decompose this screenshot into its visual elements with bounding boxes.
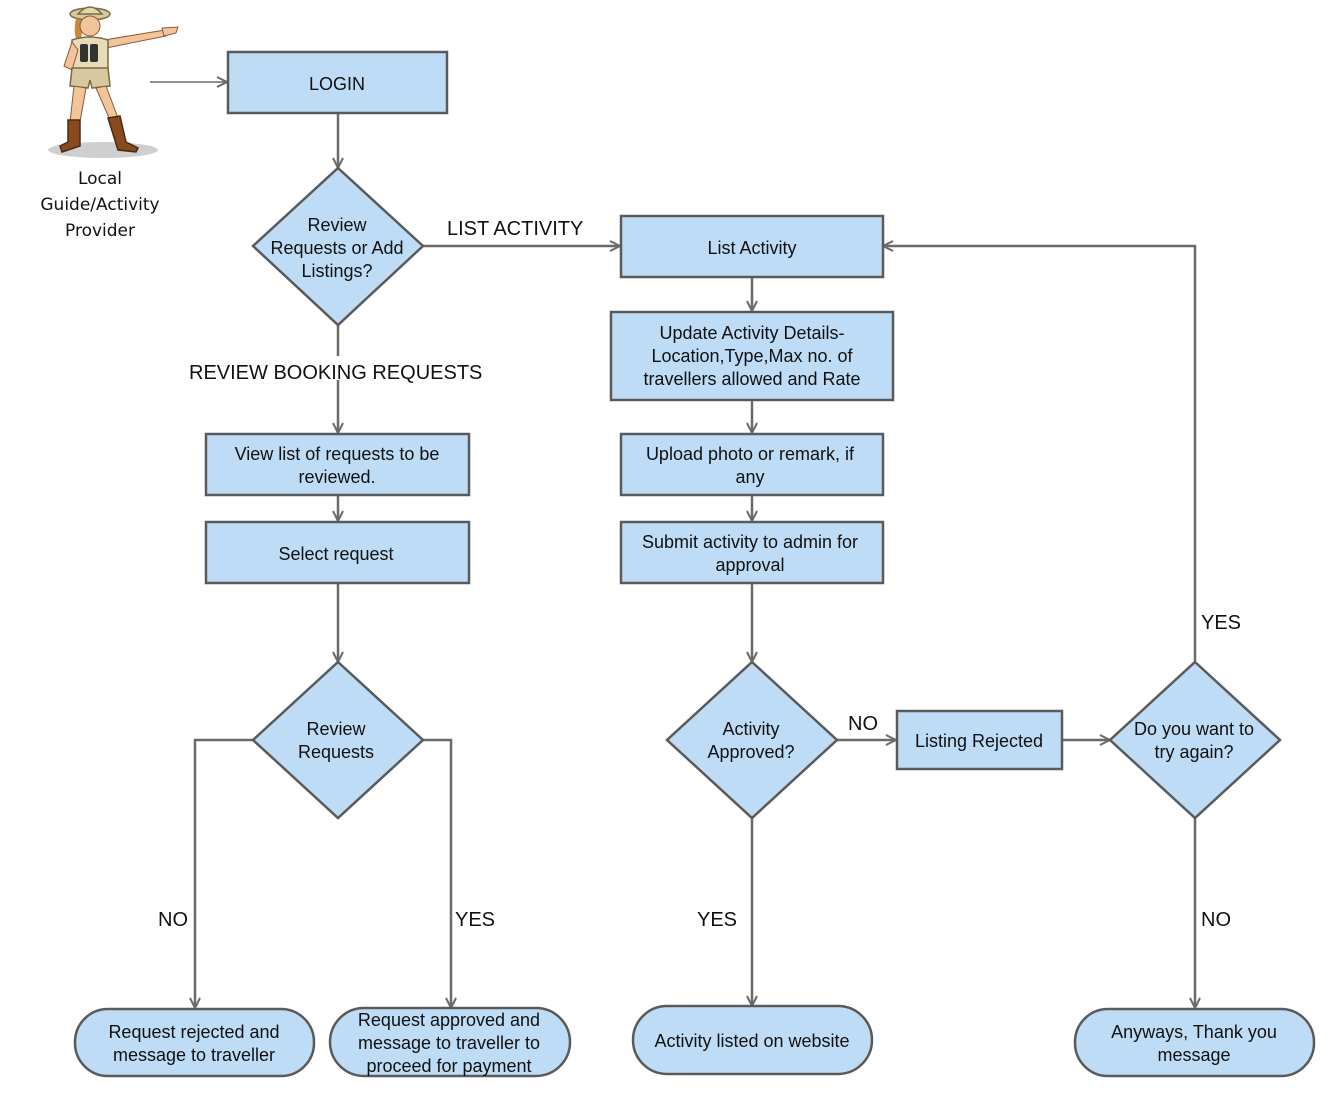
actor-label: Local Guide/Activity Provider: [40, 169, 159, 241]
edge-label-approved-no: NO: [848, 713, 878, 735]
explorer-illustration: [48, 6, 179, 158]
view-requests-box: View list of requests to be reviewed.: [204, 432, 471, 497]
edge-label-review-no: NO: [158, 909, 188, 931]
upload-photo-box: Upload photo or remark, if any: [619, 432, 885, 497]
request-rejected-terminal-text: Request rejected and: [108, 1022, 279, 1042]
view-requests-box-text: reviewed.: [298, 467, 375, 487]
thank-you-terminal-text: message: [1157, 1045, 1230, 1065]
decision-review-or-add-text: Review: [307, 215, 367, 235]
list-activity-box: List Activity: [619, 214, 885, 279]
decision-activity-approved-text: Activity: [722, 719, 779, 739]
list-activity-box-text: List Activity: [707, 238, 796, 258]
edge-label-try-yes: YES: [1201, 612, 1241, 634]
thank-you-terminal: Anyways, Thank you message: [1073, 1007, 1316, 1078]
decision-try-again-text: try again?: [1154, 742, 1233, 762]
edge-review-yes: [423, 738, 451, 1007]
decision-try-again: Do you want to try again?: [1108, 660, 1282, 820]
submit-activity-box: Submit activity to admin for approval: [619, 520, 885, 585]
update-details-box: Update Activity Details- Location,Type,M…: [609, 310, 895, 402]
edge-labels: LIST ACTIVITY REVIEW BOOKING REQUESTS NO…: [158, 218, 1241, 931]
decision-review-or-add-text: Requests or Add: [270, 238, 403, 258]
activity-listed-terminal-text: Activity listed on website: [654, 1031, 849, 1051]
listing-rejected-box: Listing Rejected: [895, 709, 1064, 771]
request-approved-terminal-text: message to traveller to: [358, 1033, 540, 1053]
activity-listed-terminal: Activity listed on website: [631, 1004, 874, 1076]
request-rejected-terminal-text: message to traveller: [113, 1045, 275, 1065]
edge-label-try-no: NO: [1201, 909, 1231, 931]
upload-photo-box-text: Upload photo or remark, if: [646, 444, 855, 464]
login-box-text: LOGIN: [309, 74, 365, 94]
view-requests-box-text: View list of requests to be: [235, 444, 440, 464]
submit-activity-box-text: Submit activity to admin for: [642, 532, 858, 552]
edges: [150, 82, 1195, 1007]
upload-photo-box-text: any: [735, 467, 764, 487]
request-approved-terminal-text: proceed for payment: [366, 1056, 531, 1076]
edge-try-yes: [884, 246, 1197, 661]
thank-you-terminal-text: Anyways, Thank you: [1111, 1022, 1277, 1042]
request-rejected-terminal: Request rejected and message to travelle…: [73, 1007, 316, 1078]
decision-activity-approved-text: Approved?: [707, 742, 794, 762]
edge-review-no: [195, 738, 253, 1007]
update-details-box-text: travellers allowed and Rate: [643, 369, 860, 389]
edge-label-review-booking: REVIEW BOOKING REQUESTS: [189, 362, 482, 384]
update-details-box-text: Update Activity Details-: [659, 323, 844, 343]
edge-label-review-yes: YES: [455, 909, 495, 931]
decision-try-again-text: Do you want to: [1134, 719, 1254, 739]
actor-label-line: Guide/Activity: [40, 195, 159, 215]
actor-label-line: Provider: [65, 221, 135, 241]
update-details-box-text: Location,Type,Max no. of: [651, 346, 853, 366]
decision-activity-approved: Activity Approved?: [665, 660, 839, 820]
login-box: LOGIN: [226, 50, 449, 115]
select-request-box: Select request: [204, 520, 471, 585]
decision-review-or-add: Review Requests or Add Listings?: [251, 166, 425, 327]
submit-activity-box-text: approval: [715, 555, 784, 575]
decision-review-requests-text: Requests: [298, 742, 374, 762]
decision-review-requests: Review Requests: [251, 660, 425, 820]
actor-label-line: Local: [78, 169, 122, 189]
listing-rejected-box-text: Listing Rejected: [915, 731, 1043, 751]
select-request-box-text: Select request: [278, 544, 393, 564]
request-approved-terminal-text: Request approved and: [358, 1010, 540, 1030]
edge-label-list-activity: LIST ACTIVITY: [447, 218, 583, 240]
request-approved-terminal: Request approved and message to travelle…: [328, 1006, 572, 1078]
edge-label-approved-yes: YES: [697, 909, 737, 931]
decision-review-requests-text: Review: [306, 719, 366, 739]
decision-review-or-add-text: Listings?: [301, 261, 372, 281]
